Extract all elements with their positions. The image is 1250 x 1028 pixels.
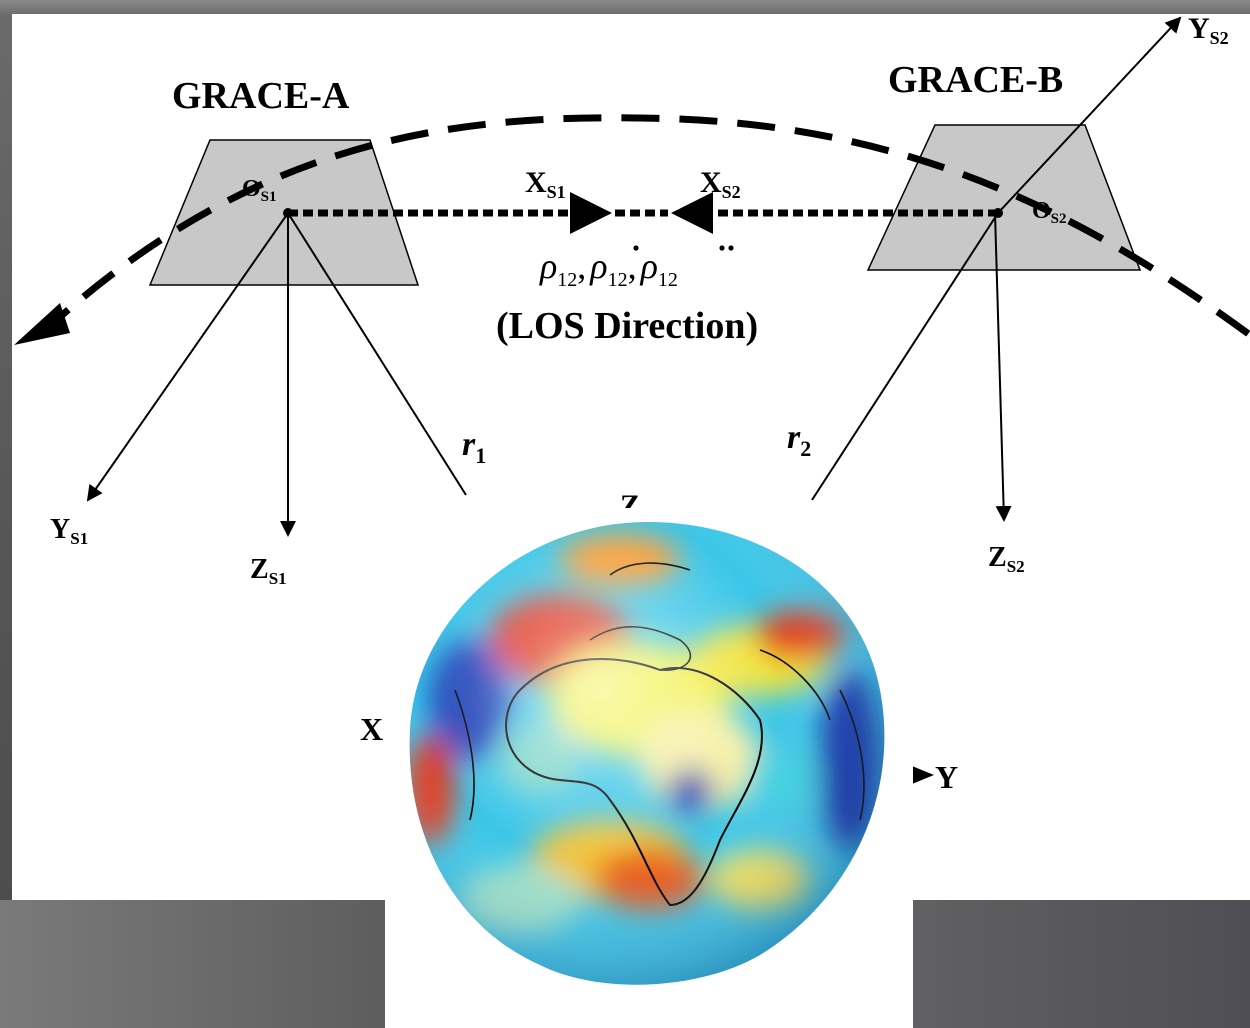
grace-a-y-axis (86, 212, 289, 502)
grace-b-r-vector (811, 212, 999, 501)
grace-b-body (866, 124, 1142, 271)
grace-b-label: GRACE-B (888, 59, 1063, 101)
los-caption: (LOS Direction) (496, 305, 758, 347)
grace-b-origin-label: OS2 (1032, 198, 1067, 227)
los-formula: ρ12,ρ12,ρ12 (539, 245, 734, 291)
grace-b-x-axis-label: XS2 (700, 166, 741, 202)
grace-b-z-axis (994, 212, 1012, 522)
orbit-arrowhead (14, 303, 70, 345)
grace-b-origin-point (993, 208, 1003, 218)
grace-b-y-axis-label: YS2 (1188, 12, 1229, 48)
earth-frame-x-label: X (360, 711, 383, 747)
grace-a-r-vector-label: r1 (462, 426, 486, 468)
orbit-path (37, 114, 1250, 338)
earth-frame-y-label: Y (935, 759, 958, 795)
grace-a-label: GRACE-A (172, 75, 350, 117)
svg-text:ρ12,ρ12,ρ12: ρ12,ρ12,ρ12 (539, 246, 678, 291)
grace-a-z-axis-label: ZS1 (250, 554, 287, 588)
slide-top-edge (0, 0, 1250, 16)
grace-a-y-axis-label: YS1 (50, 514, 88, 548)
grace-a-origin-point (283, 208, 293, 218)
grace-a-origin-label: OS1 (242, 176, 277, 205)
grace-b-r-vector-label: r2 (787, 419, 811, 461)
earth-gravity-globe-icon (409, 522, 885, 985)
grace-a-r-vector (287, 212, 467, 496)
earth-frame-y-arrowhead (912, 766, 934, 784)
grace-a-x-axis-label: XS1 (525, 166, 566, 202)
grace-b-y-axis (997, 16, 1182, 214)
grace-b-z-axis-label: ZS2 (988, 542, 1025, 576)
